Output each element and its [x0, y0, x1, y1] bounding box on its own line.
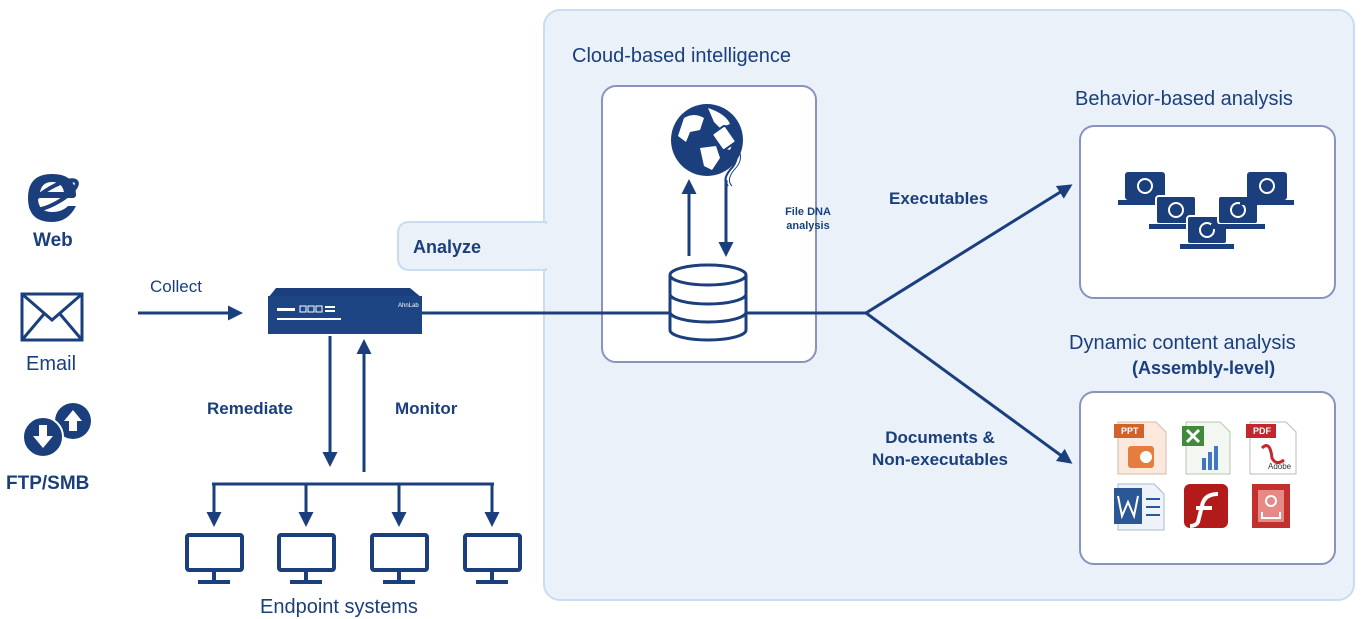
- executables-label: Executables: [889, 189, 989, 208]
- collect-label: Collect: [150, 277, 202, 296]
- documents-label: Documents & Non-executables: [850, 427, 1030, 471]
- excel-file-icon: [1182, 421, 1231, 475]
- ftp-smb-label: FTP/SMB: [6, 473, 90, 494]
- endpoint-monitor-icon-4: [463, 533, 522, 584]
- presentation-file-icon: [1252, 484, 1290, 528]
- documents-line2: Non-executables: [871, 450, 1009, 469]
- monitor-label: Monitor: [395, 399, 458, 418]
- pdf-file-label: PDF: [1253, 426, 1271, 436]
- endpoint-monitor-icon-2: [277, 533, 336, 584]
- laptop-icon-1: [1118, 172, 1172, 205]
- ahnlab-appliance-icon: [268, 288, 422, 334]
- sandbox-laptops-icon: [1118, 172, 1294, 249]
- behavior-card: [1079, 125, 1336, 299]
- pdf-file-icon: [1246, 421, 1297, 475]
- remediate-label: Remediate: [207, 399, 293, 418]
- dynamic-title-line1: Dynamic content analysis: [1069, 332, 1296, 354]
- executables-arrow: [865, 184, 1073, 315]
- analyze-tab: [397, 221, 547, 271]
- documents-arrow: [865, 311, 1073, 464]
- documents-line1: Documents &: [885, 428, 995, 447]
- envelope-icon: [20, 292, 84, 342]
- cloud-card: [601, 85, 817, 363]
- download-upload-icon: [22, 403, 91, 458]
- adobe-file-label: Adobe: [1268, 462, 1292, 471]
- web-label: Web: [33, 230, 73, 251]
- ppt-file-label: PPT: [1121, 426, 1139, 436]
- laptop-icon-2: [1149, 195, 1203, 229]
- file-dna-label: File DNA analysis: [778, 205, 838, 233]
- word-file-icon: [1114, 483, 1165, 531]
- database-icon: [668, 263, 748, 342]
- cloud-title: Cloud-based intelligence: [572, 45, 792, 67]
- endpoint-monitor-icon-3: [370, 533, 429, 584]
- dynamic-title-line2: (Assembly-level): [1132, 358, 1276, 378]
- endpoint-bracket: [206, 482, 500, 527]
- appliance-brand-label: AhnLab: [398, 303, 419, 309]
- endpoint-monitor-icon-1: [185, 533, 244, 584]
- endpoint-systems-label: Endpoint systems: [260, 596, 418, 618]
- laptop-icon-3: [1180, 215, 1234, 249]
- ppt-file-icon: [1114, 421, 1167, 475]
- email-label: Email: [26, 353, 77, 375]
- file-dna-line1: File DNA: [785, 206, 831, 218]
- dynamic-card: [1079, 391, 1336, 565]
- analyze-label: Analyze: [413, 237, 482, 257]
- internet-explorer-icon: [28, 174, 79, 222]
- behavior-title: Behavior-based analysis: [1075, 88, 1293, 110]
- laptop-icon-5: [1240, 172, 1294, 205]
- file-dna-line2: analysis: [786, 220, 830, 232]
- flash-file-icon: [1184, 484, 1228, 528]
